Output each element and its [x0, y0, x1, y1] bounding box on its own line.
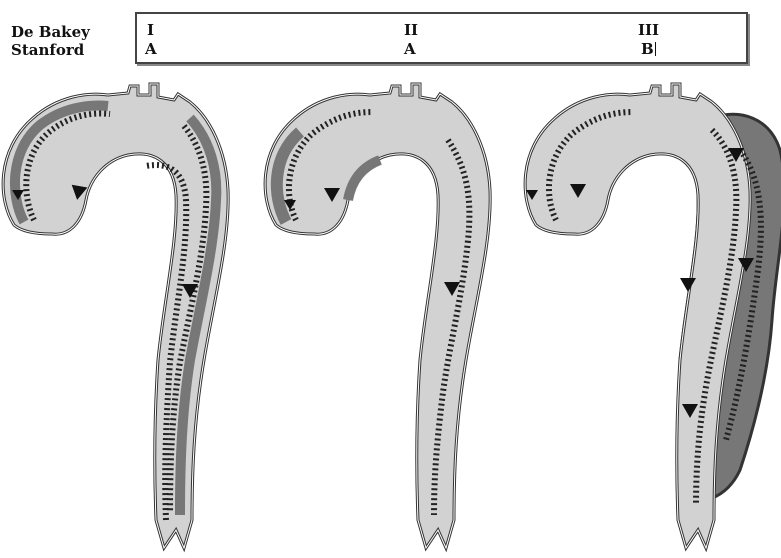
- aorta-type-2: [265, 84, 490, 548]
- aorta-type-1: [3, 84, 228, 548]
- aorta-type-3: [525, 84, 781, 548]
